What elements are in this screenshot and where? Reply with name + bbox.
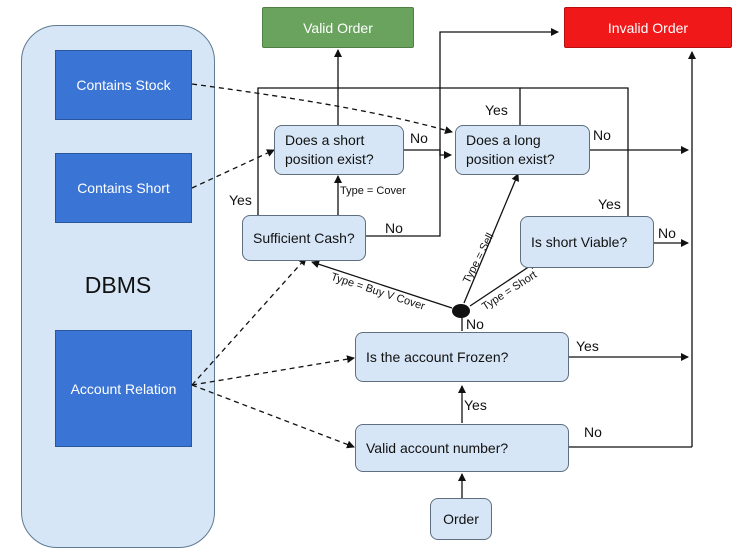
- edge-dot-to-cash: [311, 260, 453, 309]
- valid-account-node: Valid account number?: [355, 424, 569, 472]
- edge-dot-to-long: [463, 173, 519, 304]
- label-yes-long: Yes: [485, 102, 508, 118]
- table-contains-short: Contains Short: [55, 153, 192, 223]
- label-no-frozen: No: [466, 316, 484, 332]
- edge-account-to-cash: [191, 257, 307, 386]
- type-dot: [452, 304, 470, 318]
- label-no-long: No: [593, 127, 611, 143]
- edge-dot-to-viable: [469, 261, 537, 307]
- edge-cash-yes: [257, 87, 338, 216]
- sufficient-cash-node: Sufficient Cash?: [242, 215, 366, 261]
- label-no-valid: No: [584, 424, 602, 440]
- label-yes-valid: Yes: [464, 397, 487, 413]
- label-no-cash: No: [385, 220, 403, 236]
- valid-order-box: Valid Order: [262, 7, 414, 48]
- long-position-exist-node: Does a long position exist?: [455, 125, 590, 175]
- edge-shortexist-no: [404, 149, 452, 159]
- edge-cash-no: [366, 28, 559, 237]
- edge-account-to-frozen: [191, 355, 355, 386]
- label-no-shortexist: No: [410, 130, 428, 146]
- table-contains-stock: Contains Stock: [55, 50, 192, 120]
- label-yes-frozen: Yes: [576, 338, 599, 354]
- account-frozen-node: Is the account Frozen?: [355, 332, 569, 382]
- label-yes-cash: Yes: [229, 192, 252, 208]
- label-no-viable: No: [658, 225, 676, 241]
- edge-viable-yes: [520, 87, 629, 216]
- dbms-title: DBMS: [84, 272, 152, 298]
- order-node: Order: [430, 498, 492, 540]
- short-position-exist-node: Does a short position exist?: [274, 125, 404, 175]
- edge-stock-to-long: [191, 83, 453, 134]
- edge-account-to-valid: [191, 384, 355, 449]
- table-account-relation: Account Relation: [55, 330, 192, 447]
- label-yes-viable: Yes: [598, 196, 621, 212]
- short-viable-node: Is short Viable?: [520, 216, 654, 268]
- label-type-cover: Type = Cover: [340, 185, 406, 197]
- edge-short-to-shortexist: [191, 149, 275, 189]
- invalid-order-box: Invalid Order: [564, 7, 732, 48]
